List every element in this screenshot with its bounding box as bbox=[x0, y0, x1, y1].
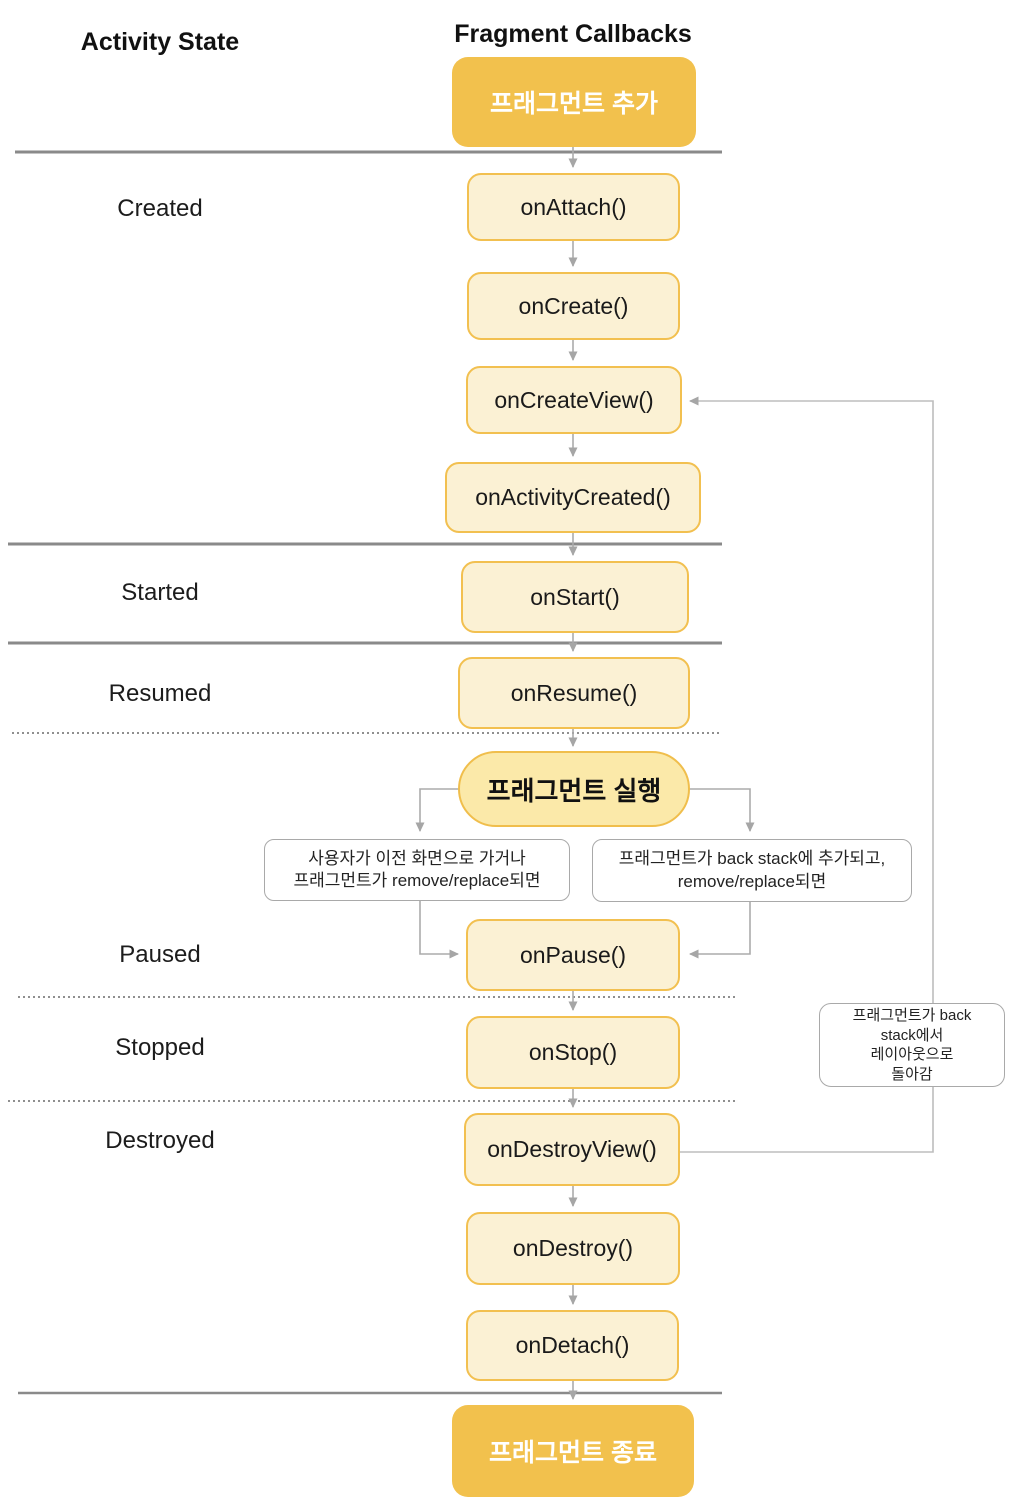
state-label-started: Started bbox=[121, 579, 199, 606]
state-label-paused: Paused bbox=[119, 941, 201, 968]
column-header-fragment-callbacks: Fragment Callbacks bbox=[454, 20, 692, 48]
callback-onresume: onResume() bbox=[458, 657, 690, 729]
note-return-from-backstack: 프래그먼트가 back stack에서 레이아웃으로 돌아감 bbox=[819, 1003, 1005, 1087]
state-label-created: Created bbox=[117, 195, 203, 222]
callback-ondestroy: onDestroy() bbox=[466, 1212, 680, 1285]
note-line: stack에서 bbox=[880, 1026, 944, 1044]
terminal-fragment-added: 프래그먼트 추가 bbox=[452, 57, 696, 147]
callback-oncreateview: onCreateView() bbox=[466, 366, 682, 434]
branch-right-note-to-onpause bbox=[689, 901, 751, 959]
note-line: 프래그먼트가 back stack에 추가되고, bbox=[618, 849, 886, 869]
note-line: 레이아웃으로 bbox=[870, 1046, 954, 1063]
branch-run-to-right-note bbox=[680, 788, 755, 832]
note-added-to-backstack: 프래그먼트가 back stack에 추가되고, remove/replace되… bbox=[592, 839, 912, 902]
callback-onstop: onStop() bbox=[466, 1016, 680, 1089]
note-line: 프래그먼트가 remove/replace되면 bbox=[293, 871, 541, 890]
callback-oncreate: onCreate() bbox=[467, 272, 680, 340]
note-line: 프래그먼트가 back bbox=[852, 1007, 972, 1024]
callback-onattach: onAttach() bbox=[467, 173, 680, 241]
connector-destroyview-to-createview bbox=[680, 396, 934, 1153]
note-line: remove/replace되면 bbox=[677, 871, 827, 891]
state-label-destroyed: Destroyed bbox=[105, 1127, 215, 1154]
branch-run-to-left-note bbox=[415, 788, 468, 832]
column-header-activity-state: Activity State bbox=[80, 28, 240, 56]
note-user-back-or-removed: 사용자가 이전 화면으로 가거나 프래그먼트가 remove/replace되면 bbox=[264, 839, 570, 901]
state-label-stopped: Stopped bbox=[115, 1034, 205, 1061]
callback-onpause: onPause() bbox=[466, 919, 680, 991]
callback-onstart: onStart() bbox=[461, 561, 689, 633]
state-label-resumed: Resumed bbox=[108, 680, 212, 707]
callback-ondetach: onDetach() bbox=[466, 1310, 679, 1381]
branch-left-note-to-onpause bbox=[419, 901, 459, 959]
terminal-fragment-running: 프래그먼트 실행 bbox=[458, 751, 690, 827]
note-line: 돌아감 bbox=[891, 1065, 933, 1083]
callback-ondestroyview: onDestroyView() bbox=[464, 1113, 680, 1186]
note-line: 사용자가 이전 화면으로 가거나 bbox=[308, 848, 526, 868]
terminal-fragment-ended: 프래그먼트 종료 bbox=[452, 1405, 694, 1497]
callback-onactivitycreated: onActivityCreated() bbox=[445, 462, 701, 533]
